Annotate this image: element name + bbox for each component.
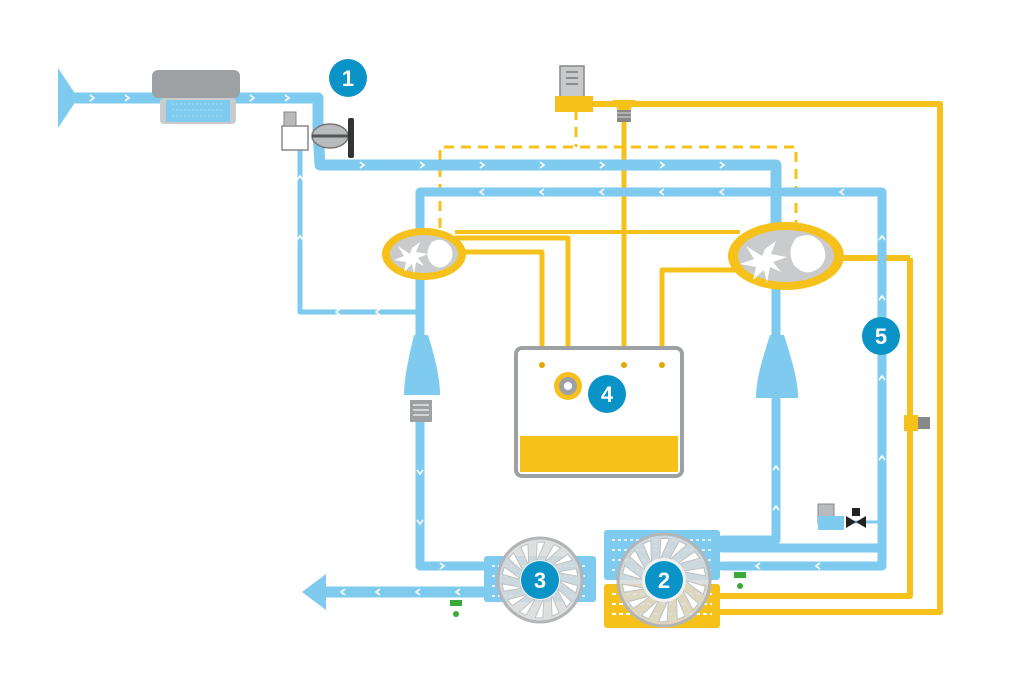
fan-blades-3: [501, 541, 579, 619]
fan-blade: [507, 551, 525, 573]
fan-blade: [621, 583, 647, 593]
oil-separator-left: [404, 335, 440, 422]
condensate-drain-icon: [450, 572, 746, 617]
fan-blade: [658, 599, 669, 623]
fan-blade: [681, 588, 700, 611]
inlet-valve-icon: [281, 111, 354, 158]
oil-filter: [612, 100, 636, 122]
oil-lines-solid: [455, 101, 943, 615]
fan-blade: [667, 540, 688, 562]
fan-blade: [675, 595, 686, 621]
female-rotor-icon: [427, 239, 453, 268]
fan-blade: [535, 541, 546, 563]
fan-blade: [506, 593, 530, 607]
badge-1-label: 1: [342, 66, 354, 91]
fan-blade: [642, 539, 653, 565]
badge-5-label: 5: [875, 324, 887, 349]
fan-blade: [627, 594, 652, 610]
fan-blade: [543, 543, 562, 563]
badge-5: 5: [862, 317, 900, 355]
compressed-air-outlet-arrow-icon: [302, 574, 326, 610]
badge-2: 2: [645, 561, 683, 599]
air-flow-chevrons: [89, 94, 886, 596]
fan-blade: [556, 568, 579, 577]
badge-3-label: 3: [534, 568, 546, 593]
condensate-drain-valve: [817, 503, 866, 530]
oil-reservoir-icon: [514, 346, 684, 478]
badge-3: 3: [521, 561, 559, 599]
oil-circuit: [438, 101, 943, 615]
fan-blade: [681, 567, 707, 577]
fan-blade: [628, 549, 647, 572]
fan-blade: [557, 579, 579, 594]
fan-blade: [659, 537, 670, 561]
fan-blade: [520, 543, 530, 567]
screw-compressor-element-small: [382, 228, 466, 280]
fan-blade: [518, 597, 537, 617]
fan-blade: [550, 593, 560, 617]
air-circuit: [64, 92, 887, 598]
oil-separator-right: [756, 335, 798, 398]
fan-blade: [683, 579, 706, 596]
fan-blade: [676, 550, 701, 566]
fan-blade: [640, 598, 661, 620]
oil-drip-nozzles: [539, 362, 665, 368]
fan-blade: [501, 566, 523, 581]
male-rotor-icon: [394, 242, 428, 274]
fan-blade: [534, 597, 545, 619]
oil-stop-valve: [904, 415, 930, 431]
air-filter-icon: [152, 70, 240, 124]
fan-blade: [550, 553, 574, 567]
fan-blades-2: [621, 537, 707, 623]
badge-4-label: 4: [601, 382, 614, 407]
thermostatic-valve: [555, 65, 593, 112]
badge-2-label: 2: [658, 568, 670, 593]
air-intake-funnel-icon: [58, 68, 74, 128]
fan-blade: [622, 564, 645, 581]
screw-compressor-element-large: [728, 222, 844, 290]
fan-blade: [555, 587, 573, 609]
badge-1: 1: [329, 59, 367, 97]
fan-blade: [501, 583, 524, 592]
badge-4: 4: [588, 375, 626, 413]
